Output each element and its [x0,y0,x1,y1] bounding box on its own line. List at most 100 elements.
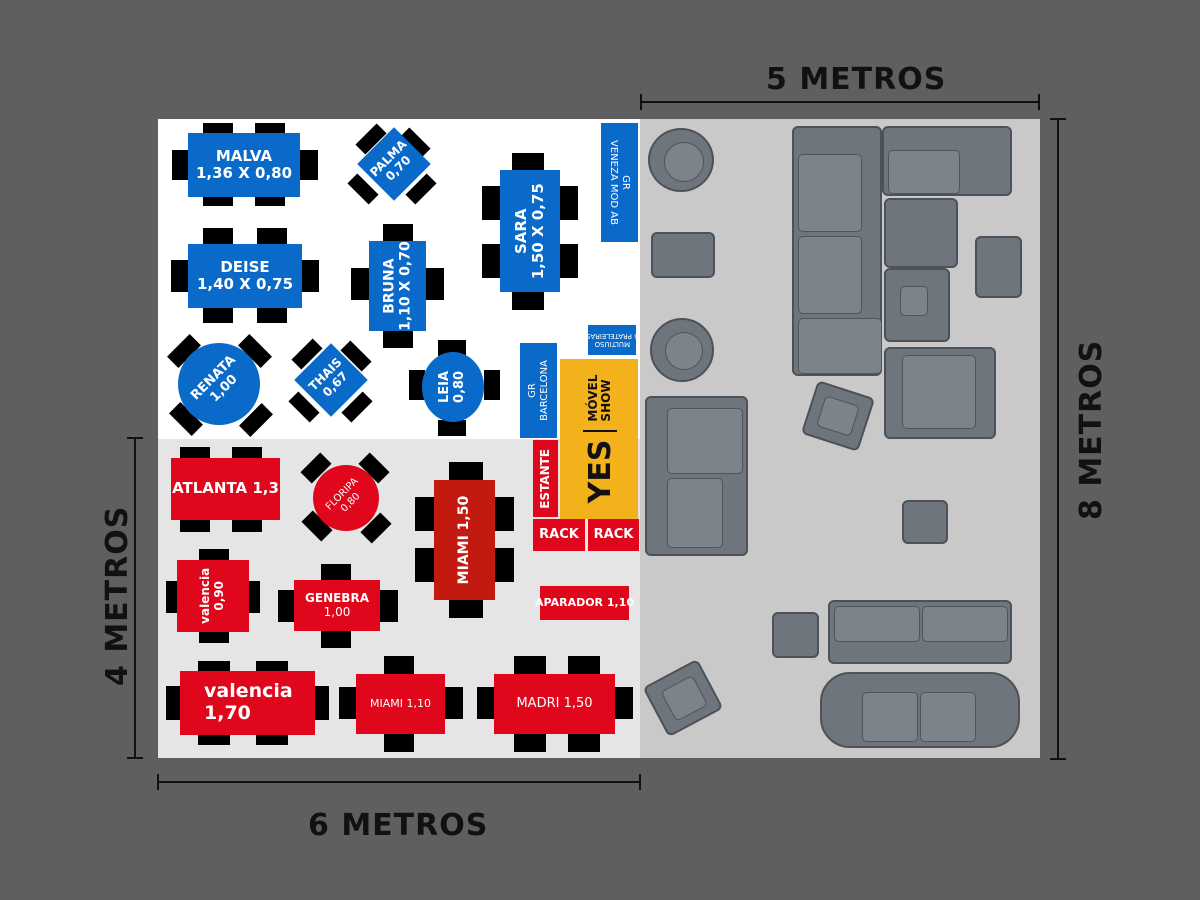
table-leia[interactable]: LEIA 0,80 [422,352,484,422]
table-bruna-size: 1,10 X 0,70 [397,241,414,331]
table-valencia-090-size: 0,90 [211,581,226,611]
ottoman-1[interactable] [651,232,715,278]
table-miami-110-label: MIAMI 1,10 [370,696,431,710]
chair [232,447,262,461]
sofa-modular-middle[interactable] [884,198,958,268]
chair [415,497,435,531]
sofa-two-seater[interactable] [828,600,1012,664]
armchair-round-2[interactable] [650,318,714,382]
ottoman-2[interactable] [975,236,1022,298]
table-bruna[interactable]: BRUNA 1,10 X 0,70 [369,241,426,331]
chair [449,462,483,482]
right-dimension-tick-bottom [1050,758,1066,760]
sofa-cushion [798,318,882,374]
chair [301,260,319,292]
left-dimension-label: 4 METROS [100,505,135,686]
sofa-modular-top[interactable] [882,126,1012,196]
chair [384,732,414,752]
chair [321,564,351,582]
table-bruna-name: BRUNA [381,258,398,314]
bottom-dimension-label: 6 METROS [308,808,489,843]
table-renata[interactable]: RENATA 1,00 [178,343,260,425]
chair [426,268,444,300]
table-madri-label: MADRI 1,50 [516,695,593,711]
table-valencia-170-name: valencia [204,680,293,703]
chair [257,307,287,323]
table-valencia-170[interactable]: valencia 1,70 [180,671,315,735]
table-deise[interactable]: DEISE 1,40 X 0,75 [188,244,302,308]
sofa-curved[interactable] [820,672,1020,748]
chair [232,518,262,532]
chair [409,370,425,400]
rack-2-label: RACK [593,526,634,542]
top-dimension-tick-left [640,94,642,110]
armchair-round-1[interactable] [648,128,714,192]
sofa-cushion [922,606,1008,642]
yes-logo: YES [582,439,618,504]
ottoman-3[interactable] [902,500,948,544]
sofa-cushion [834,606,920,642]
table-genebra-name: GENEBRA [305,590,369,605]
table-leia-name: LEIA [437,370,453,404]
sofa-modular-bottom[interactable] [884,347,996,439]
table-sara[interactable]: SARA 1,50 X 0,75 [500,170,560,292]
rack-1-label: RACK [539,526,579,542]
shelf-gr-veneza-line1: GR [620,175,632,190]
sofa-cushion [862,692,918,742]
table-atlanta[interactable]: ATLANTA 1,3 [171,458,280,520]
top-dimension-tick-right [1038,94,1040,110]
shelf-multiuso[interactable]: MULTIUSO 6 PRATELEIRAS [586,325,638,355]
table-deise-name: DEISE [220,257,270,276]
sofa-modular-left-column[interactable] [792,126,882,376]
chair [482,186,500,220]
chair [172,150,190,180]
chair [203,228,233,244]
sofa-cushion [667,478,723,548]
bottom-dimension-tick-right [639,774,641,790]
chair [339,687,359,719]
table-atlanta-label: ATLANTA 1,3 [172,479,279,498]
table-genebra-size: 1,00 [323,604,351,619]
sofa-cushion [900,286,928,316]
ottoman-4[interactable] [772,612,819,658]
table-valencia-170-size: 1,70 [204,702,251,724]
chair [415,548,435,582]
chair [514,732,546,752]
bottom-dimension-tick-left [157,774,159,790]
chair [180,447,210,461]
chair [482,244,500,278]
chair [560,244,578,278]
table-genebra[interactable]: GENEBRA 1,00 [294,580,380,631]
chair [512,153,544,171]
rack-1[interactable]: RACK [533,519,585,551]
table-miami-150[interactable]: MIAMI 1,50 [434,480,495,600]
table-miami-110[interactable]: MIAMI 1,10 [356,674,445,734]
left-dimension-tick-bottom [127,757,143,759]
left-dimension-line [134,438,136,758]
shelf-estante-label: ESTANTE [537,448,552,509]
chair [477,687,497,719]
chair [560,186,578,220]
table-valencia-090-name: valencia [198,567,213,625]
table-madri[interactable]: MADRI 1,50 [494,674,615,734]
shelf-multiuso-line1: MULTIUSO [594,340,630,349]
armchair-seat [815,395,861,437]
top-dimension-label: 5 METROS [766,62,947,97]
left-dimension-tick-top [127,437,143,439]
shelf-gr-barcelona[interactable]: GR BARCELONA [520,343,557,438]
armchair-seat [664,142,704,182]
chair [494,497,514,531]
table-floripa[interactable]: FLORIPA 0,80 [313,465,379,531]
table-leia-size: 0,80 [451,370,467,404]
chair [449,598,483,618]
table-malva[interactable]: MALVA 1,36 X 0,80 [188,133,300,197]
table-valencia-090[interactable]: valencia 0,90 [177,560,249,632]
sideboard-aparador[interactable]: APARADOR 1,10 [535,586,634,620]
shelf-gr-veneza[interactable]: GR VENEZA MOD AB [601,123,638,242]
shelf-estante[interactable]: ESTANTE [533,440,558,517]
chair [568,732,600,752]
sofa-modular-chaise[interactable] [884,268,950,342]
rack-2[interactable]: RACK [588,519,639,551]
yes-movel-show-stand[interactable]: YES MÓVEL SHOW [560,359,638,519]
sofa-chaise-left[interactable] [645,396,748,556]
